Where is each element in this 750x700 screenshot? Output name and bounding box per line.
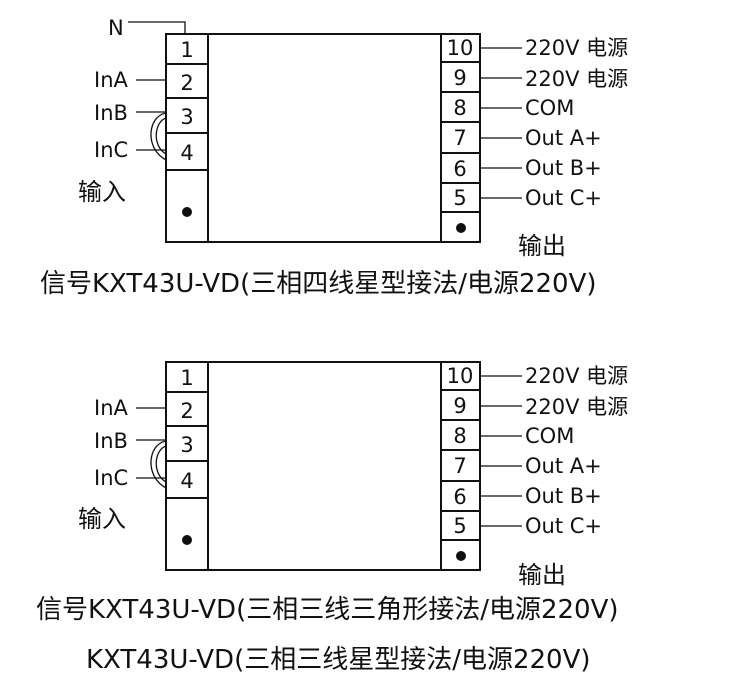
terminal-4: 4 — [180, 469, 193, 493]
module-body — [165, 361, 481, 571]
neutral-label: N — [108, 16, 124, 40]
terminal-10: 10 — [447, 36, 474, 60]
terminal-7: 7 — [453, 454, 466, 478]
output-label-10: 220V 电源 — [525, 364, 628, 388]
terminal-2: 2 — [180, 71, 193, 95]
terminal-4: 4 — [180, 141, 193, 165]
terminal-8: 8 — [453, 424, 466, 448]
input-title: 输入 — [78, 178, 126, 206]
terminal-3: 3 — [180, 105, 193, 129]
terminal-6: 6 — [453, 157, 466, 181]
output-label-8: COM — [525, 424, 574, 448]
output-label-6: Out B+ — [525, 484, 602, 508]
terminal-9: 9 — [453, 66, 466, 90]
mount-dot — [182, 535, 192, 545]
input-label-a: InA — [94, 396, 129, 420]
terminal-1: 1 — [180, 38, 193, 62]
caption-2: KXT43U-VD(三相三线星型接法/电源220V) — [86, 645, 591, 675]
input-label-b: InB — [94, 101, 128, 125]
output-label-6: Out B+ — [525, 156, 602, 180]
output-label-10: 220V 电源 — [525, 36, 628, 60]
output-label-9: 220V 电源 — [525, 395, 628, 419]
mount-dot — [456, 223, 466, 233]
output-label-5: Out C+ — [525, 186, 602, 210]
output-label-8: COM — [525, 96, 574, 120]
output-label-7: Out A+ — [525, 454, 602, 478]
input-label-b: InB — [94, 429, 128, 453]
input-label-c: InC — [94, 466, 128, 490]
terminal-5: 5 — [453, 186, 466, 210]
top-diagram: 1 2 3 4 10 9 8 7 6 5 N InA InB InC 输入 22… — [40, 16, 628, 299]
mount-dot — [456, 551, 466, 561]
jumper-wire — [150, 440, 167, 489]
terminal-6: 6 — [453, 485, 466, 509]
jumper-wire — [150, 112, 167, 161]
terminal-10: 10 — [447, 364, 474, 388]
mount-dot — [182, 207, 192, 217]
output-title: 输出 — [518, 232, 566, 260]
input-title: 输入 — [78, 505, 126, 533]
input-label-c: InC — [94, 138, 128, 162]
caption: 信号KXT43U-VD(三相三线三角形接法/电源220V) — [36, 595, 619, 625]
input-label-a: InA — [94, 68, 129, 92]
terminal-2: 2 — [180, 399, 193, 423]
terminal-1: 1 — [180, 366, 193, 390]
neutral-wire — [128, 21, 186, 34]
terminal-9: 9 — [453, 394, 466, 418]
output-label-9: 220V 电源 — [525, 67, 628, 91]
output-title: 输出 — [518, 561, 566, 589]
terminal-3: 3 — [180, 433, 193, 457]
output-label-7: Out A+ — [525, 126, 602, 150]
terminal-8: 8 — [453, 96, 466, 120]
terminal-7: 7 — [453, 126, 466, 150]
caption: 信号KXT43U-VD(三相四线星型接法/电源220V) — [40, 269, 597, 299]
bottom-diagram: 1 2 3 4 10 9 8 7 6 5 InA InB InC 输入 220V… — [36, 361, 628, 675]
terminal-5: 5 — [453, 514, 466, 538]
module-body — [165, 33, 481, 243]
output-label-5: Out C+ — [525, 514, 602, 538]
